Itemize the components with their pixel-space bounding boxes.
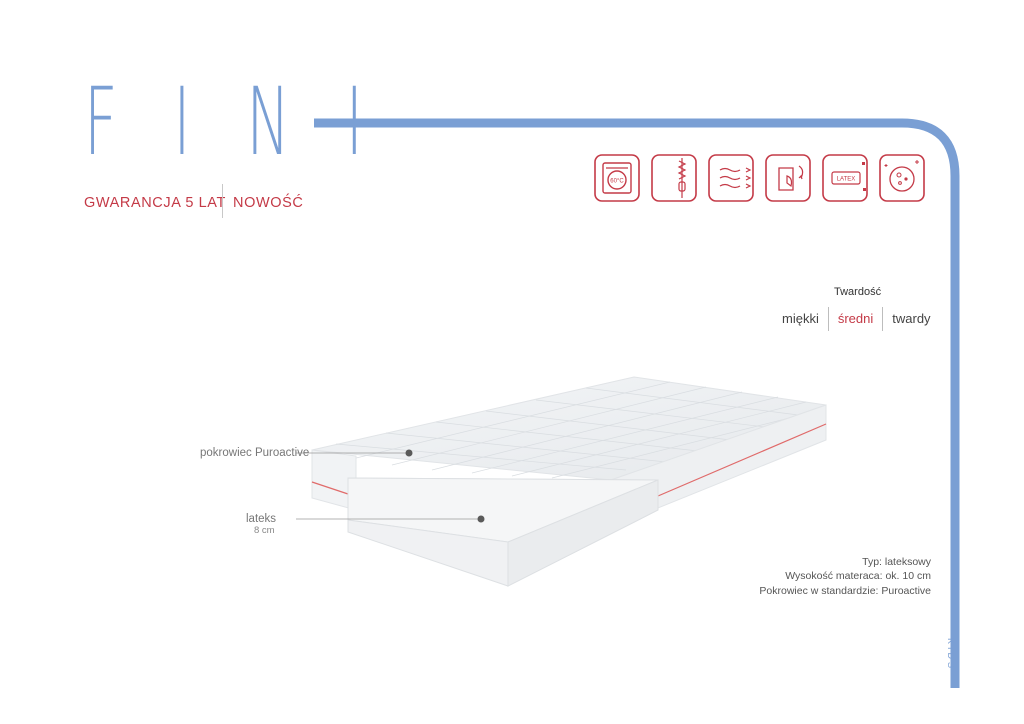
novelty-label: NOWOŚĆ: [233, 195, 304, 211]
latex-text: LATEX: [837, 177, 856, 183]
washing-machine-icon: 60°C: [592, 152, 642, 204]
spec-cover: Pokrowiec w standardzie: Puroactive: [759, 585, 931, 597]
frame-line: [314, 118, 960, 688]
title-letter: F: [84, 68, 118, 177]
category-label: KIDS: [946, 638, 956, 672]
hardness-title: Twardość: [834, 286, 882, 298]
wash-temp-label: 60°C: [610, 179, 624, 185]
zipper-icon: [649, 152, 699, 204]
divider: [222, 184, 223, 218]
spec-height: Wysokość materaca: ok. 10 cm: [785, 570, 931, 582]
antibacterial-icon: [877, 152, 927, 204]
callout-cover: pokrowiec Puroactive: [200, 447, 310, 459]
hardness-option-medium: średni: [837, 311, 874, 326]
feature-icons: 60°C LATEX: [592, 152, 934, 204]
title-letter: N: [246, 68, 290, 177]
title-letter: I: [173, 68, 191, 177]
divider: [882, 307, 884, 331]
warranty-label: GWARANCJA 5 LAT: [84, 195, 226, 211]
divider: [827, 307, 829, 331]
mattress-illustration: [296, 376, 827, 587]
airflow-icon: [706, 152, 756, 204]
hardness-scale: miękki średni twardy: [782, 307, 940, 331]
hardness-option-soft: miękki: [782, 311, 819, 326]
removable-cover-icon: [763, 152, 813, 204]
callout-core: lateks: [246, 513, 277, 525]
spec-type: Typ: lateksowy: [862, 556, 931, 568]
callout-core-height: 8 cm: [254, 525, 275, 536]
latex-icon: LATEX: [820, 152, 870, 204]
hardness-option-hard: twardy: [892, 311, 931, 326]
